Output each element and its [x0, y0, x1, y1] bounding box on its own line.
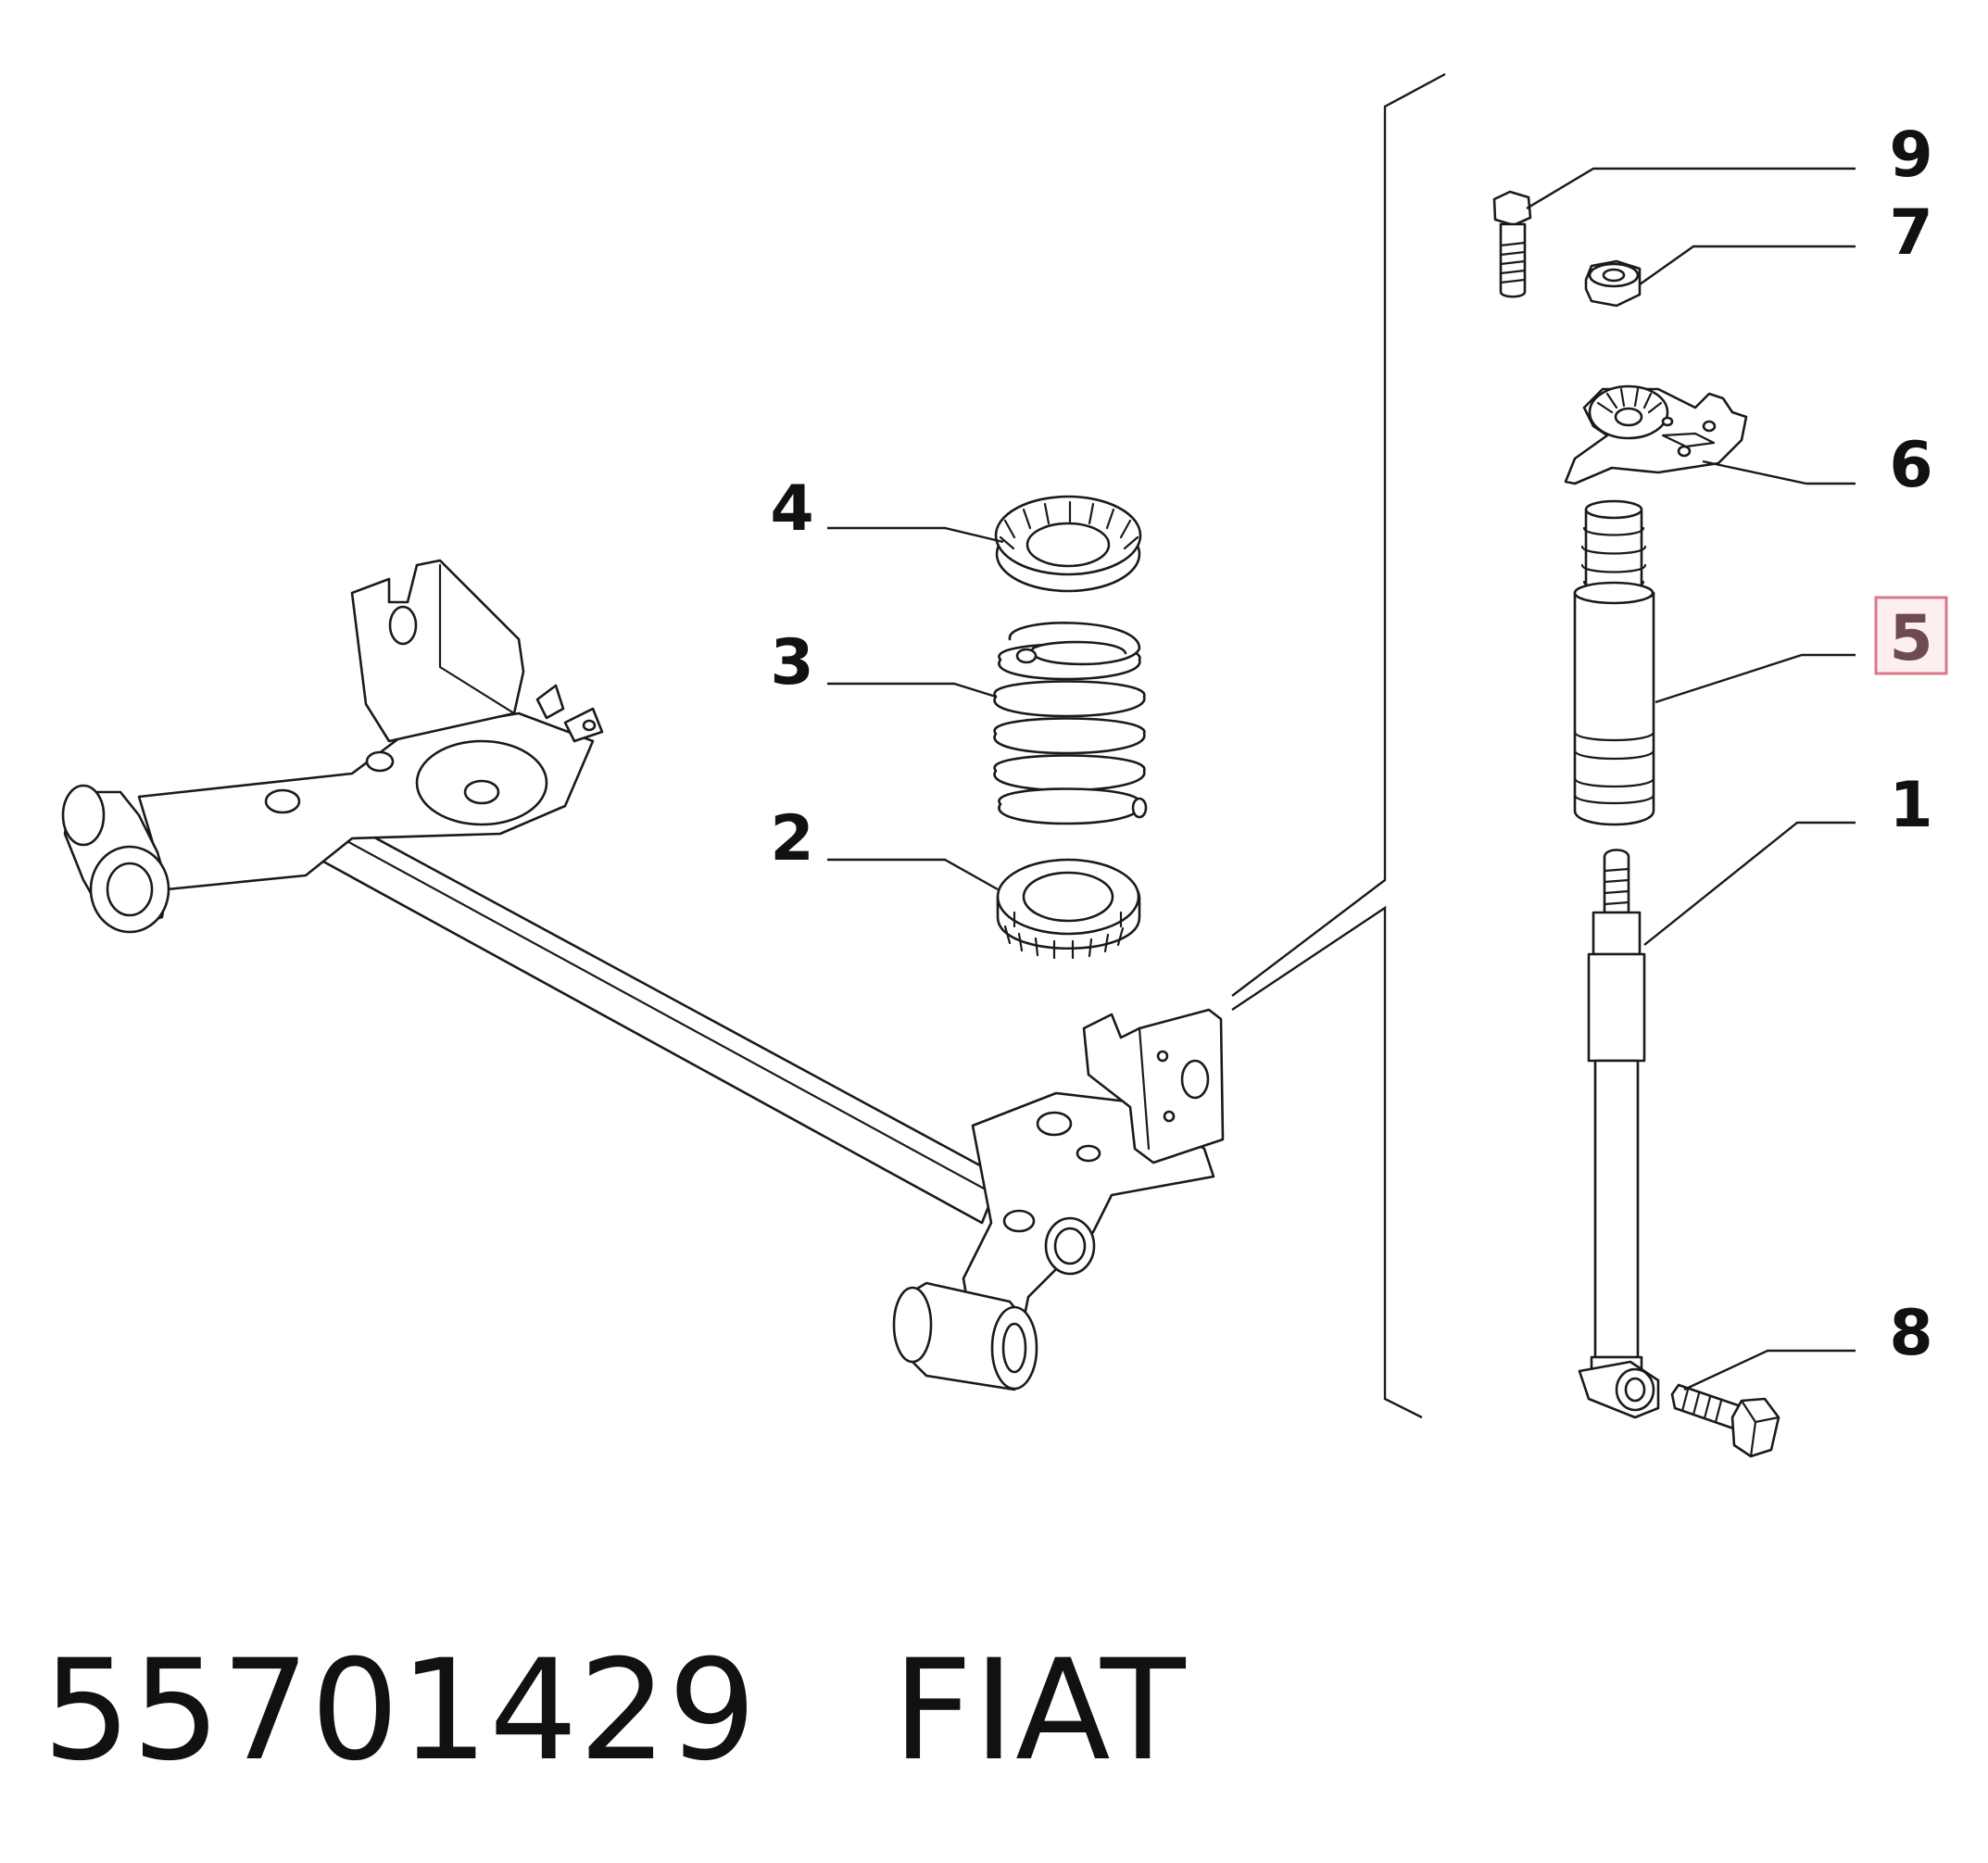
part-caption: 55701429 FIAT [43, 1630, 1187, 1792]
callout-6: 6 [1889, 429, 1932, 502]
leader-7 [1639, 245, 1856, 285]
callout-4: 4 [770, 472, 813, 546]
part-3-coil-spring [993, 622, 1148, 825]
callout-7: 7 [1889, 196, 1932, 270]
part-9-bolt [1492, 190, 1532, 298]
callout-1: 1 [1889, 769, 1932, 842]
brand-name: FIAT [892, 1630, 1187, 1792]
leader-4 [827, 526, 1004, 544]
group-bracket [1231, 72, 1446, 1419]
leader-2 [827, 858, 999, 891]
callout-3: 3 [770, 626, 813, 699]
callout-8: 8 [1889, 1297, 1932, 1370]
callout-9: 9 [1889, 119, 1932, 192]
callout-5: 5 [1889, 602, 1932, 675]
part-1-shock-absorber [1578, 849, 1660, 1419]
leader-3 [827, 682, 997, 699]
leader-5 [1655, 653, 1856, 704]
leader-1 [1643, 821, 1856, 946]
callout-labels: 9 7 6 5 1 8 4 3 2 [770, 119, 1948, 1370]
leader-lines [827, 167, 1856, 1391]
leader-8 [1683, 1349, 1856, 1391]
callout-5-highlight-box [1874, 596, 1948, 675]
part-7-nut [1584, 259, 1642, 308]
part-6-top-mount [1564, 384, 1748, 485]
leader-9 [1526, 167, 1856, 210]
part-5-dust-boot [1573, 499, 1655, 826]
rear-axle-beam-drawing [61, 559, 1225, 1391]
part-2-spring-lower-seat [996, 858, 1141, 960]
part-8-lower-bolt [1670, 1383, 1780, 1458]
part-number: 55701429 [43, 1630, 758, 1792]
part-4-spring-upper-seat [994, 495, 1142, 593]
callout-2: 2 [770, 802, 813, 875]
leader-6 [1702, 459, 1856, 485]
